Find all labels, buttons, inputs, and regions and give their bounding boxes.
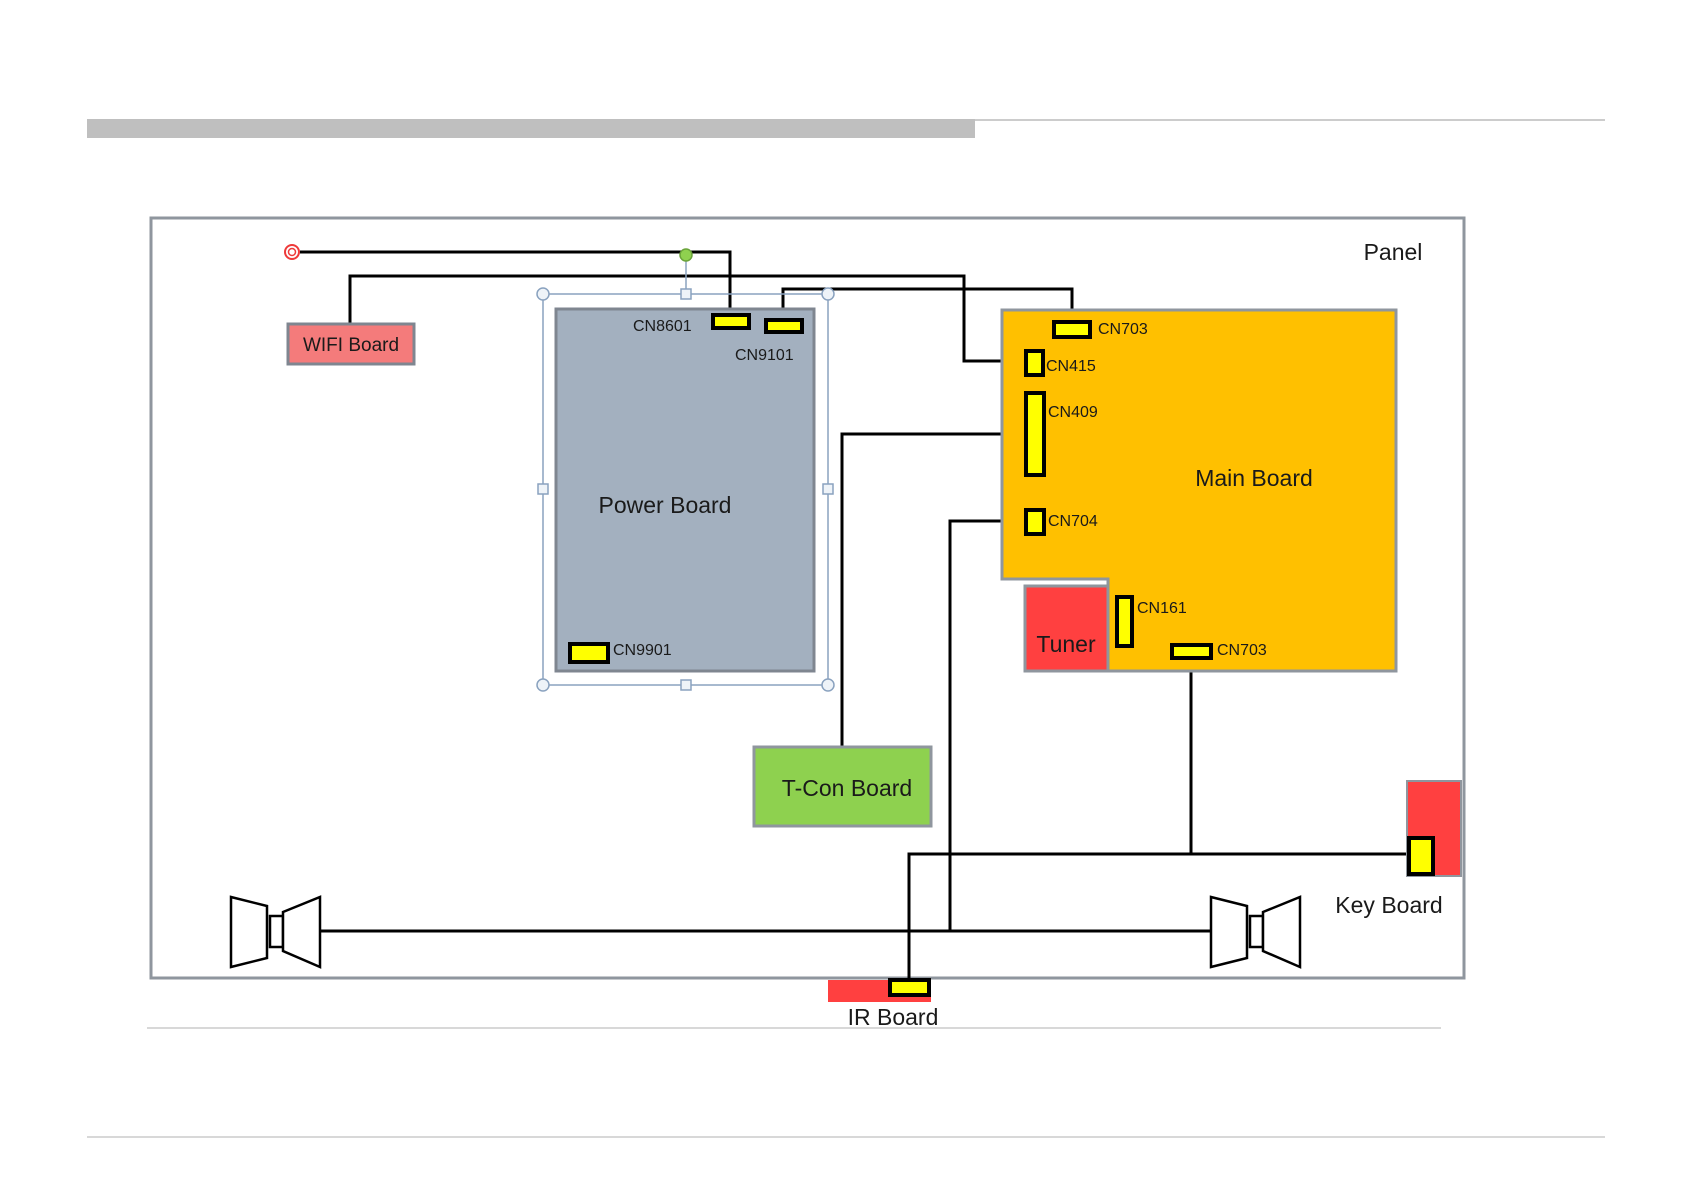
speaker-right-icon — [1209, 895, 1302, 969]
main-board-label: Main Board — [1195, 465, 1313, 491]
ir-board-label: IR Board — [848, 1004, 939, 1030]
connector-cn704-label: CN704 — [1048, 513, 1098, 530]
wire-cn409-tcon — [840, 432, 1026, 747]
connector-cn703-top — [1052, 320, 1092, 339]
endpoint-marker-inner — [287, 247, 297, 257]
connector-cn415-label: CN415 — [1046, 358, 1096, 375]
resize-handle-br[interactable] — [821, 678, 835, 692]
tuner-label: Tuner — [1036, 631, 1096, 657]
wifi-board[interactable]: WIFI Board — [286, 322, 416, 366]
connector-ir-board — [888, 978, 931, 997]
tuner[interactable]: Tuner — [1023, 584, 1110, 673]
rotation-handle[interactable] — [679, 248, 693, 262]
connector-cn9901-label: CN9901 — [613, 642, 672, 659]
power-board-label: Power Board — [599, 492, 732, 518]
wifi-board-shape — [286, 322, 416, 366]
resize-handle-tl[interactable] — [536, 287, 550, 301]
resize-handle-right[interactable] — [822, 483, 834, 495]
resize-handle-left[interactable] — [537, 483, 549, 495]
power-board[interactable]: Power Board — [536, 248, 835, 692]
connector-cn704 — [1024, 508, 1046, 536]
main-board[interactable]: Main Board — [1000, 308, 1398, 673]
connector-cn409-label: CN409 — [1048, 404, 1098, 421]
resize-handle-tr[interactable] — [821, 287, 835, 301]
panel-label: Panel — [1364, 239, 1423, 265]
wire-cn9101-cn703 — [781, 287, 1074, 322]
tcon-board-shape — [752, 745, 933, 828]
tuner-shape — [1023, 584, 1110, 673]
header-bar — [87, 119, 975, 138]
wire-ir — [907, 852, 1191, 981]
connector-cn161 — [1115, 595, 1134, 648]
tcon-board-label: T-Con Board — [782, 775, 912, 801]
connector-cn703-bottom — [1170, 643, 1213, 660]
power-board-shape — [554, 307, 816, 673]
connector-cn703-bottom-label: CN703 — [1217, 642, 1267, 659]
key-board-label: Key Board — [1335, 892, 1442, 918]
connector-cn8601 — [711, 313, 751, 330]
connector-cn161-label: CN161 — [1137, 600, 1187, 617]
ir-board[interactable]: IR Board — [828, 978, 939, 1030]
wire-wifi-cn415 — [348, 274, 1026, 363]
resize-handle-bl[interactable] — [536, 678, 550, 692]
resize-handle-top[interactable] — [680, 288, 692, 300]
connector-cn703-top-label: CN703 — [1098, 321, 1148, 338]
endpoint-marker-icon[interactable] — [284, 244, 300, 260]
connector-key-board — [1407, 836, 1435, 876]
connector-cn409 — [1024, 391, 1046, 477]
speaker-left-icon — [229, 895, 322, 969]
key-board[interactable]: Key Board — [1335, 780, 1462, 918]
wifi-board-label: WIFI Board — [303, 335, 399, 356]
resize-handle-bottom[interactable] — [680, 679, 692, 691]
connector-cn9101 — [764, 318, 804, 334]
connector-cn9901 — [568, 642, 610, 664]
tcon-board[interactable]: T-Con Board — [752, 745, 933, 828]
connector-cn415 — [1024, 349, 1045, 377]
connector-cn9101-label: CN9101 — [735, 347, 794, 364]
connector-cn8601-label: CN8601 — [633, 318, 692, 335]
